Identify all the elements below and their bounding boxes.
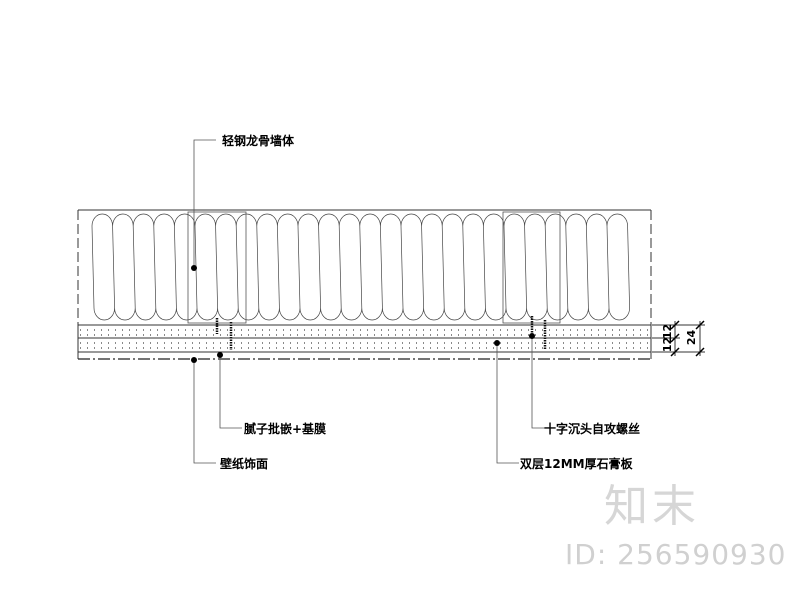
dim-tick bbox=[670, 333, 680, 343]
dim-tick bbox=[695, 347, 705, 357]
leader-dot bbox=[191, 265, 197, 271]
leader-line bbox=[219, 355, 242, 429]
label-gypsum-board: 双层12MM厚石膏板 bbox=[520, 457, 633, 471]
watermark-logo: 知末 bbox=[604, 481, 700, 532]
leader-line bbox=[193, 360, 216, 464]
label-putty: 腻子批嵌+基膜 bbox=[244, 422, 327, 436]
leader-dot bbox=[191, 357, 197, 363]
leader-dot bbox=[217, 352, 223, 358]
dim-tick bbox=[695, 320, 705, 330]
label-screw: 十字沉头自攻螺丝 bbox=[544, 422, 641, 436]
watermark-id: ID: 256590930 bbox=[565, 538, 787, 571]
dim-tick bbox=[670, 347, 680, 357]
label-light-steel-wall: 轻钢龙骨墙体 bbox=[222, 134, 295, 148]
leader-line bbox=[531, 336, 554, 429]
leader-dot bbox=[529, 333, 535, 339]
label-wallpaper: 壁纸饰面 bbox=[220, 457, 269, 471]
leader-line bbox=[193, 139, 216, 268]
dim-total: 24 bbox=[685, 329, 699, 346]
steel-stud-2 bbox=[502, 211, 561, 324]
leader-line bbox=[496, 343, 519, 464]
dim-layer2: 12 bbox=[661, 336, 675, 353]
dim-tick bbox=[670, 320, 680, 330]
leader-dot bbox=[494, 340, 500, 346]
insulation bbox=[91, 213, 630, 321]
